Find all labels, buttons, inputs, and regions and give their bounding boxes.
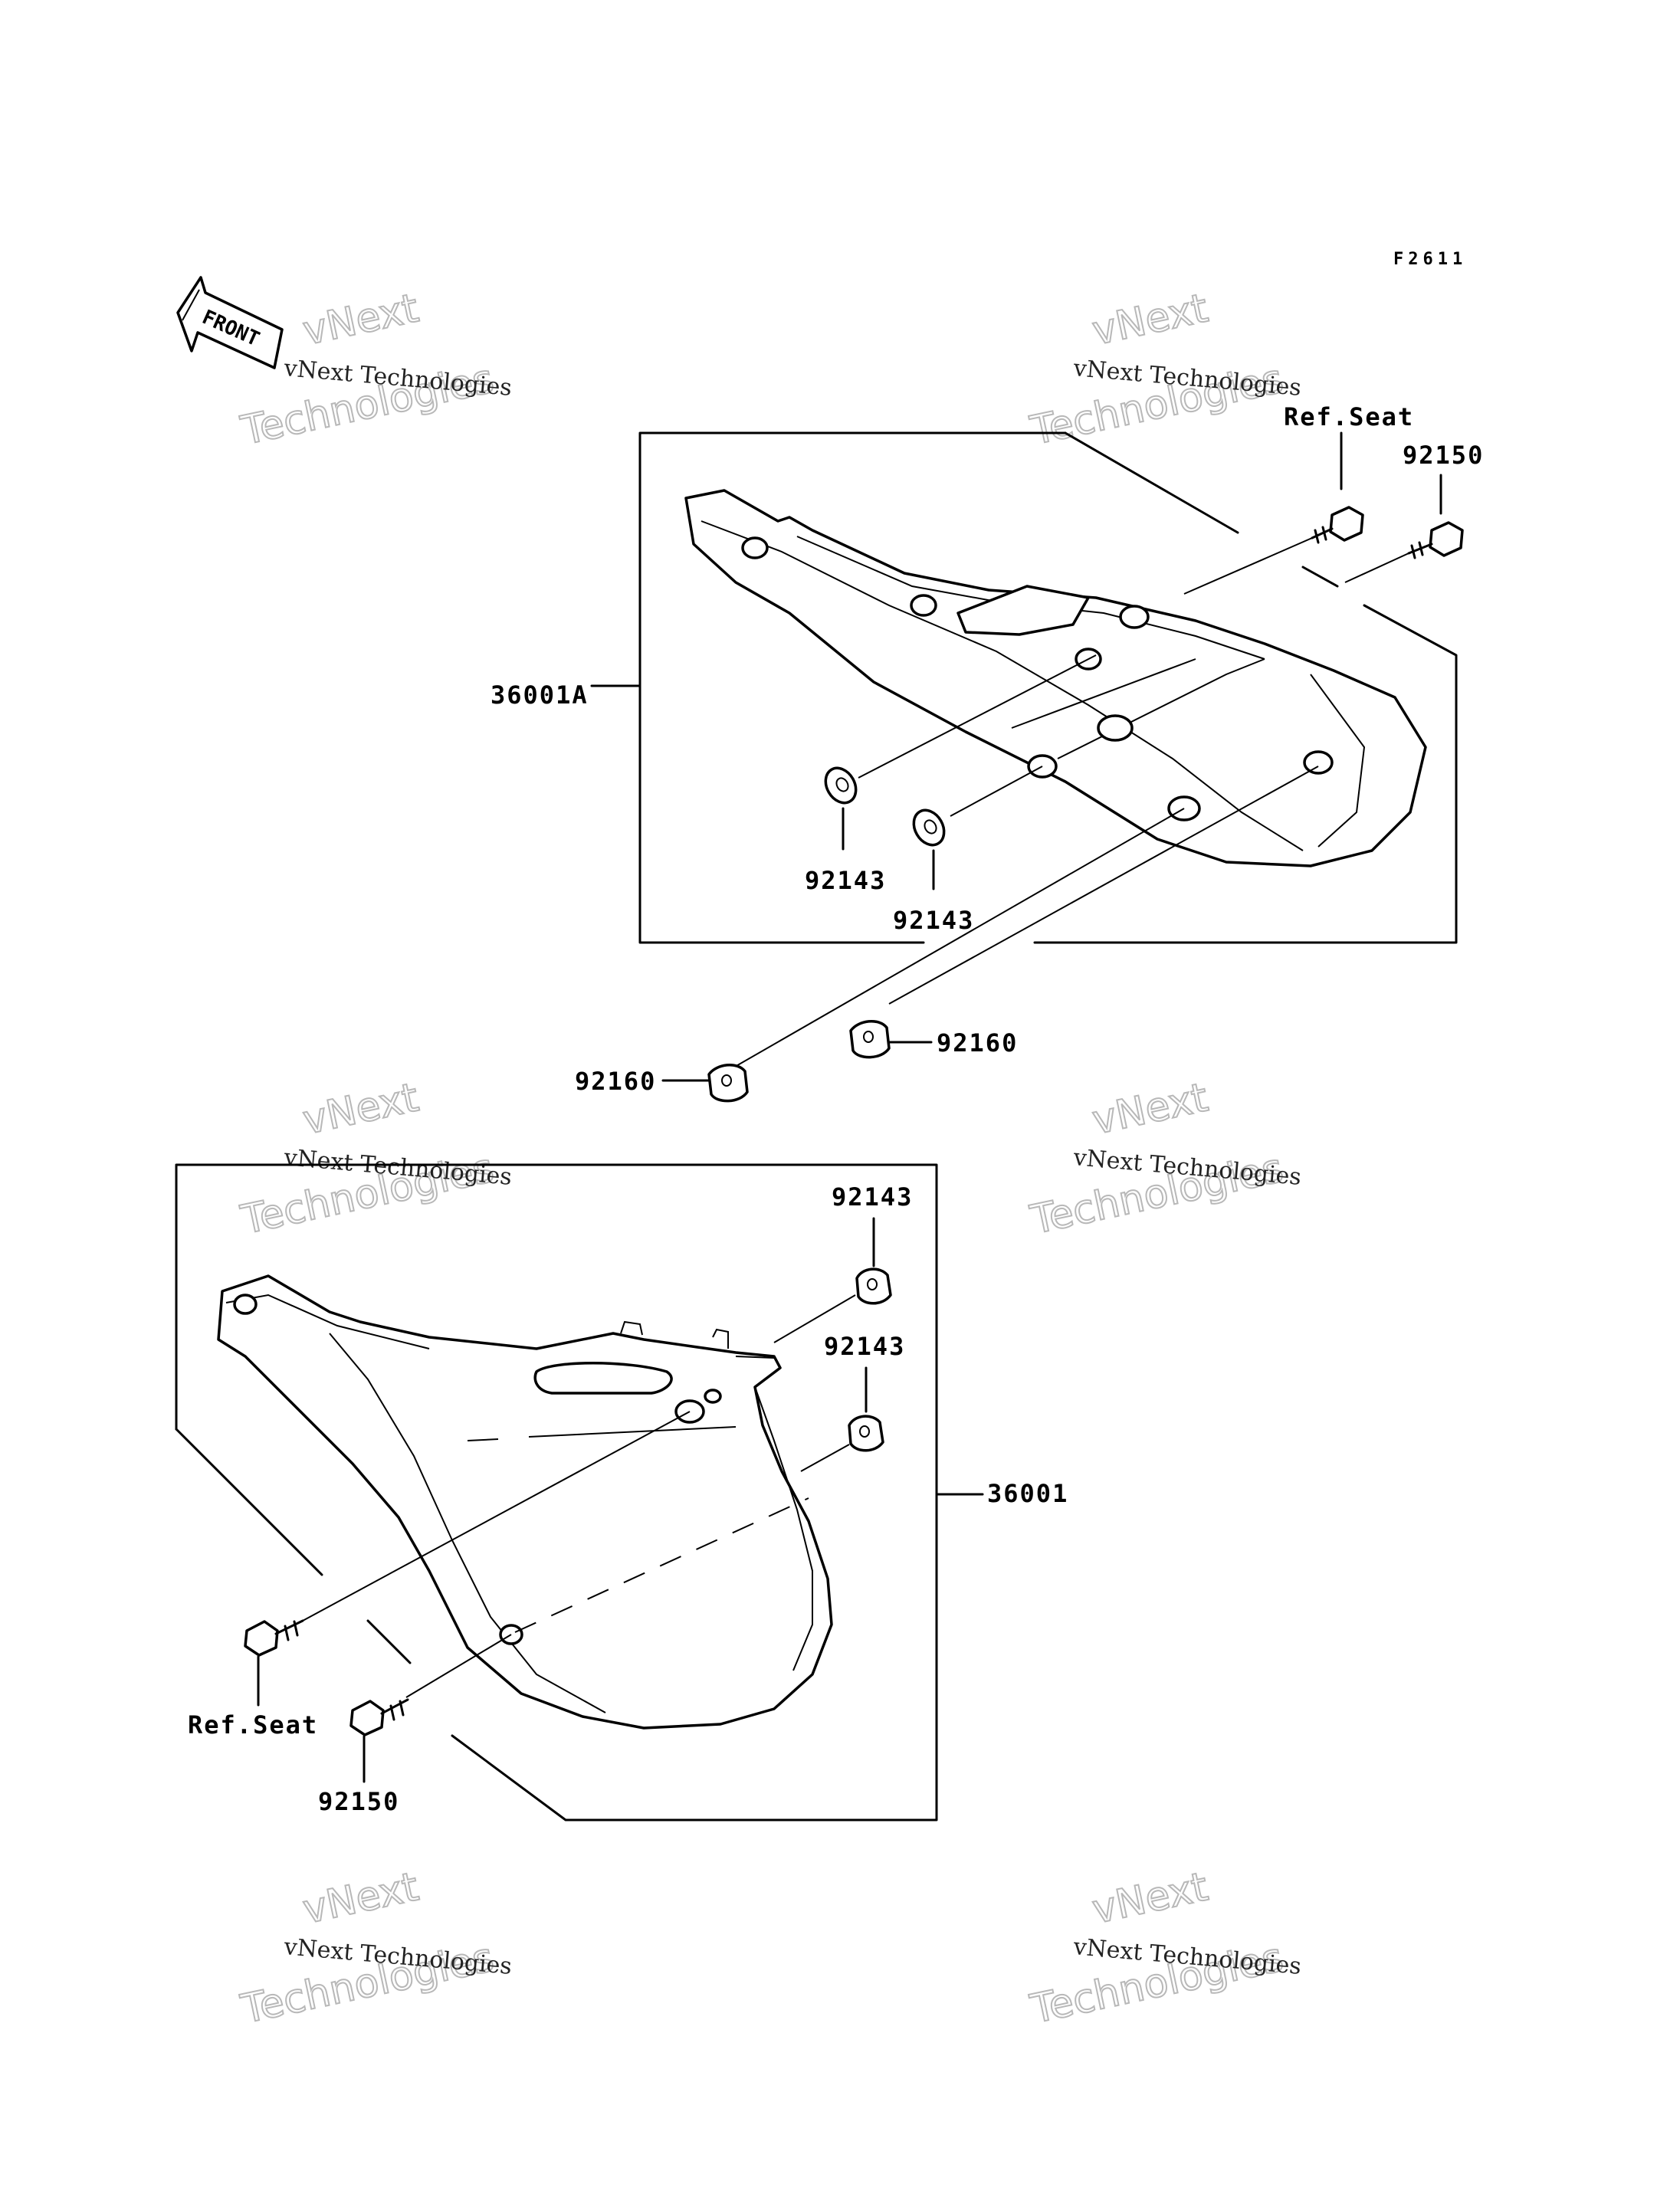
upper-damper-left-label: 92160 xyxy=(575,1067,656,1096)
upper-bolt-92150-icon xyxy=(1407,521,1464,559)
watermark-top-left: vNext Technologies vNext Technologies xyxy=(236,284,513,454)
watermark-mid-left: vNext Technologies vNext Technologies xyxy=(236,1074,513,1244)
svg-text:vNext: vNext xyxy=(299,285,422,354)
lower-bolt-label: 92150 xyxy=(318,1787,399,1816)
svg-text:vNext: vNext xyxy=(1088,1074,1212,1143)
lower-part-number: 36001 xyxy=(987,1479,1068,1508)
damper-left-icon xyxy=(707,1064,749,1103)
lower-washer-top-label: 92143 xyxy=(832,1182,913,1212)
damper-right-icon xyxy=(849,1020,891,1059)
watermark-bottom-right: vNext Technologies vNext Technologies xyxy=(1025,1863,1302,2033)
upper-washer-left-label: 92143 xyxy=(805,866,886,895)
upper-washer-right-icon xyxy=(912,808,946,847)
figure-code: F2611 xyxy=(1393,250,1467,269)
upper-assembly-frame xyxy=(638,431,1067,944)
front-arrow-icon: FRONT xyxy=(176,276,284,369)
upper-ref-seat-label: Ref.Seat xyxy=(1284,402,1414,431)
lower-washer-mid-label: 92143 xyxy=(824,1332,905,1361)
upper-side-cover xyxy=(684,489,1427,867)
upper-bolt-label: 92150 xyxy=(1403,441,1484,470)
svg-text:vNext: vNext xyxy=(299,1864,422,1933)
svg-text:vNext: vNext xyxy=(1088,1864,1212,1933)
lower-side-cover xyxy=(217,1274,833,1730)
watermark-top-right: vNext Technologies vNext Technologies xyxy=(1025,284,1302,454)
upper-part-number: 36001A xyxy=(491,680,589,710)
lower-assembly-frame xyxy=(175,1163,938,1822)
lower-washer-top-icon xyxy=(855,1267,892,1305)
watermark-bottom-left: vNext Technologies vNext Technologies xyxy=(236,1863,513,2033)
watermark-mid-right: vNext Technologies vNext Technologies xyxy=(1025,1074,1302,1244)
lower-bolt-92150-icon xyxy=(349,1698,409,1736)
lower-ref-seat-bolt-icon xyxy=(244,1619,304,1657)
upper-damper-right-label: 92160 xyxy=(937,1028,1018,1058)
lower-ref-seat-label: Ref.Seat xyxy=(188,1710,318,1740)
lower-washer-mid-icon xyxy=(848,1415,884,1452)
upper-ref-seat-bolt-icon xyxy=(1311,506,1364,544)
svg-text:vNext: vNext xyxy=(1088,285,1212,354)
upper-washer-left-icon xyxy=(824,766,858,805)
upper-washer-right-label: 92143 xyxy=(893,906,974,935)
svg-text:vNext: vNext xyxy=(299,1074,422,1143)
